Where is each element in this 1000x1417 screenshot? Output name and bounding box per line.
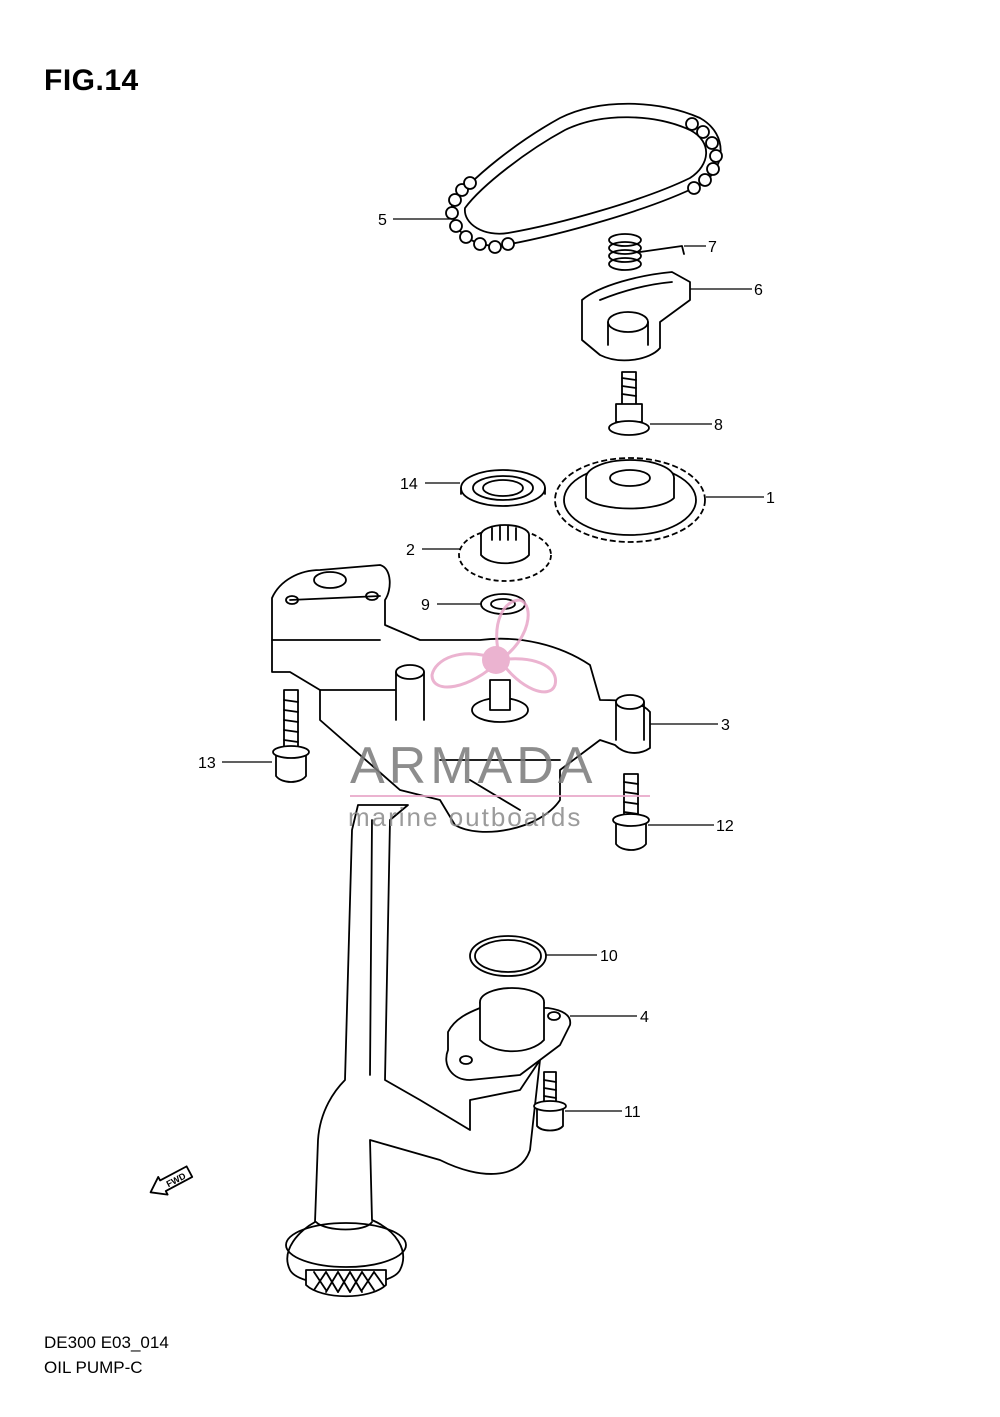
callout-4: 4 [640, 1009, 649, 1026]
oil-pump-body-part: 3 [271, 564, 730, 833]
callout-14: 14 [400, 476, 418, 493]
bearing-part: 14 [400, 469, 546, 507]
callout-6: 6 [754, 282, 763, 299]
watermark-tagline: marine outboards [348, 802, 582, 832]
driven-sprocket-part: 1 [554, 457, 775, 543]
o-ring-part: 10 [469, 935, 618, 977]
chain-links-left [445, 176, 515, 254]
callout-5: 5 [378, 212, 387, 229]
figure-title: FIG.14 [44, 64, 139, 97]
chain-tensioner-part: 6 [581, 271, 763, 362]
watermark: ARMADA marine outboards [348, 598, 650, 832]
callout-8: 8 [714, 417, 723, 434]
drive-sprocket-part: 2 [406, 524, 552, 582]
timing-chain-part: 5 [378, 102, 723, 254]
diagram-code: DE300 E03_014 [44, 1333, 169, 1352]
pump-bolt-long-part: 13 [198, 689, 310, 783]
callout-2: 2 [406, 542, 415, 559]
flange-bolt-part: 11 [533, 1071, 641, 1132]
chain-links-right [685, 117, 723, 195]
callout-11: 11 [624, 1104, 641, 1121]
callout-3: 3 [721, 717, 730, 734]
tensioner-spring-part: 7 [608, 233, 717, 271]
oil-strainer-part [285, 804, 541, 1298]
tensioner-bolt-part: 8 [608, 371, 723, 436]
callout-10: 10 [600, 948, 618, 965]
strainer-flange-part: 4 [445, 987, 649, 1081]
callout-13: 13 [198, 755, 216, 772]
callout-12: 12 [716, 818, 734, 835]
diagram-name: OIL PUMP-C [44, 1358, 143, 1377]
pump-bolt-short-part: 12 [612, 773, 734, 851]
forward-direction-arrow: FWD [149, 1165, 194, 1196]
callout-9: 9 [421, 597, 430, 614]
callout-1: 1 [766, 490, 775, 507]
callout-7: 7 [708, 239, 717, 256]
propeller-logo [430, 598, 557, 694]
watermark-brand: ARMADA [350, 737, 596, 795]
